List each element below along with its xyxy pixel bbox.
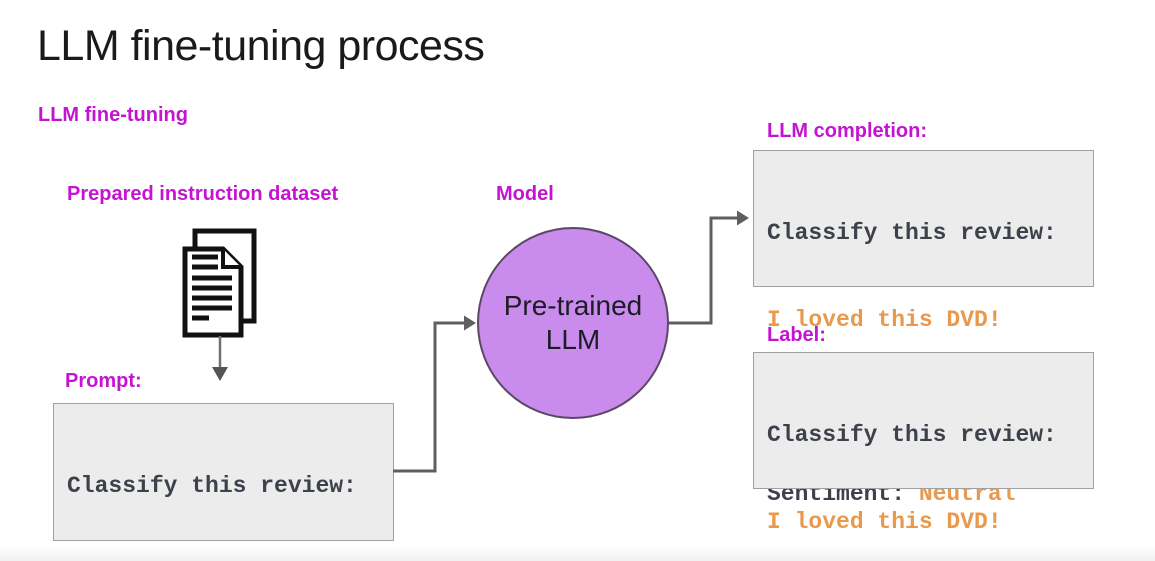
bottom-strip [0,547,1155,561]
prompt-classify-line: Classify this review: [67,473,357,499]
label-review-line: I loved this DVD! [767,509,1002,535]
prompt-heading: Prompt: [65,370,142,392]
completion-box: Classify this review: I loved this DVD! … [753,150,1094,507]
label-box: Classify this review: I loved this DVD! … [753,352,1094,535]
pretrained-llm-text-line2: LLM [545,324,601,355]
prompt-box: Classify this review: I loved this DVD! … [53,403,394,561]
dataset-label: Prepared instruction dataset [67,183,339,205]
pretrained-llm-text-line1: Pre-trained [503,290,643,321]
pretrained-llm-node: Pre-trained LLM [477,227,669,419]
arrow-prompt-to-model-icon [393,315,476,473]
completion-review-line: I loved this DVD! [767,307,1002,333]
document-icon [182,228,257,338]
label-heading: Label: [767,324,826,346]
label-classify-line: Classify this review: [767,422,1057,448]
page-title: LLM fine-tuning process [37,22,485,70]
completion-heading: LLM completion: [767,120,927,142]
completion-classify-line: Classify this review: [767,220,1057,246]
arrow-down-icon [212,336,228,381]
arrow-model-to-completion-icon [669,210,749,325]
subtitle-llm-fine-tuning: LLM fine-tuning [38,104,188,126]
model-label: Model [496,183,554,205]
